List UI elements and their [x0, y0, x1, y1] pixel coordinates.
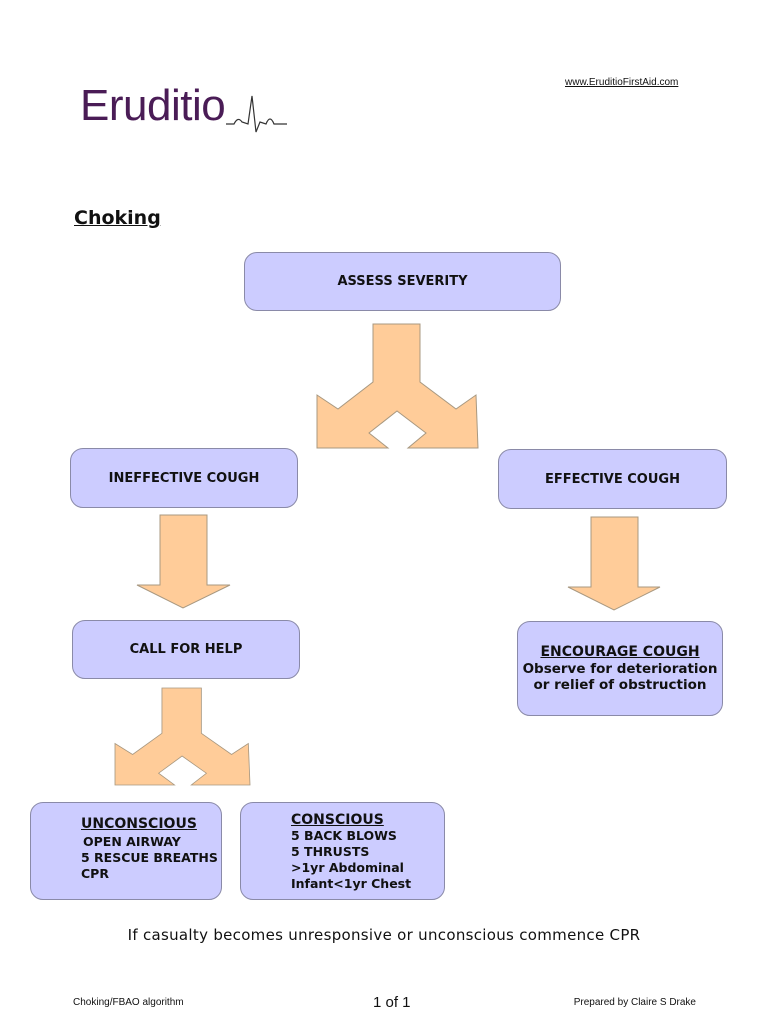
down-arrow-icon: [136, 514, 231, 609]
box-line: OPEN AIRWAY: [83, 834, 181, 849]
assess-severity-box: ASSESS SEVERITY: [244, 252, 561, 311]
box-label: EFFECTIVE COUGH: [545, 471, 680, 487]
split-arrow-icon: [114, 687, 251, 786]
box-label: ASSESS SEVERITY: [337, 274, 468, 289]
conscious-box: CONSCIOUS 5 BACK BLOWS 5 THRUSTS >1yr Ab…: [240, 802, 445, 900]
logo: Eruditio: [80, 81, 226, 130]
call-for-help-box: CALL FOR HELP: [72, 620, 300, 679]
heartbeat-logo-icon: [226, 95, 287, 133]
box-line: Infant<1yr Chest: [291, 876, 412, 891]
box-label: CALL FOR HELP: [129, 642, 243, 657]
box-line: CPR: [81, 866, 109, 881]
box-heading: UNCONSCIOUS: [81, 816, 197, 832]
encourage-cough-box: ENCOURAGE COUGH Observe for deterioratio…: [517, 621, 723, 716]
page-title: Choking: [74, 207, 161, 229]
footer-title: Choking/FBAO algorithm: [73, 997, 184, 1008]
footer-author: Prepared by Claire S Drake: [573, 997, 696, 1008]
down-arrow-icon: [567, 516, 661, 611]
website-link[interactable]: www.EruditioFirstAid.com: [565, 77, 679, 88]
logo-text: Eruditio: [80, 81, 226, 130]
ineffective-cough-box: INEFFECTIVE COUGH: [70, 448, 298, 508]
box-line: or relief of obstruction: [533, 677, 707, 693]
box-line: Observe for deterioration: [522, 661, 718, 677]
box-line: 5 RESCUE BREATHS: [81, 850, 218, 865]
box-heading: ENCOURAGE COUGH: [540, 644, 700, 660]
box-line: >1yr Abdominal: [291, 860, 404, 875]
cpr-note: If casualty becomes unresponsive or unco…: [127, 926, 641, 944]
box-line: 5 THRUSTS: [291, 844, 370, 859]
page-number: 1 of 1: [373, 994, 411, 1011]
box-heading: CONSCIOUS: [291, 812, 384, 828]
box-line: 5 BACK BLOWS: [291, 828, 397, 843]
effective-cough-box: EFFECTIVE COUGH: [498, 449, 727, 509]
box-label: INEFFECTIVE COUGH: [108, 470, 260, 486]
split-arrow-icon: [316, 323, 479, 449]
unconscious-box: UNCONSCIOUS OPEN AIRWAY 5 RESCUE BREATHS…: [30, 802, 222, 900]
